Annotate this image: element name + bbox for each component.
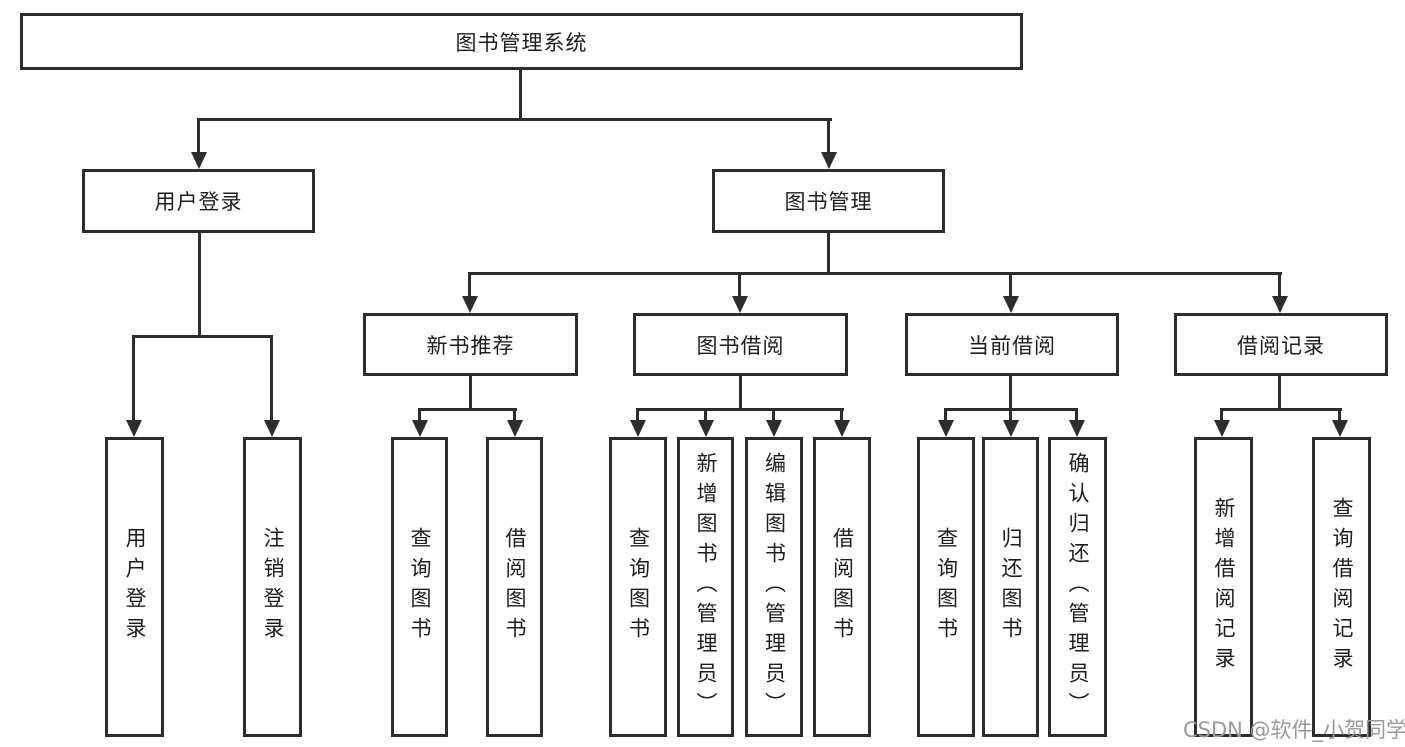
- connector-records-stub: [1278, 376, 1281, 409]
- leaf-cur-confirm-return-admin: 确认归还（管理员）: [1048, 437, 1107, 737]
- arrow-to-book-mgmt: [820, 118, 837, 169]
- leaf-user-login: 用户登录: [105, 437, 164, 737]
- connector-current-stub: [1009, 376, 1012, 409]
- arrow-to-new-book: [461, 272, 478, 313]
- connector-borrow-rail: [636, 408, 844, 411]
- leaf-logout: 注销登录: [243, 437, 302, 737]
- arrow-to-bw-query: [629, 408, 646, 437]
- arrow-to-records: [1271, 272, 1288, 313]
- arrow-to-bw-add: [697, 408, 714, 437]
- node-book-mgmt-label: 图书管理: [784, 190, 873, 214]
- leaf-cur-query-books-label: 查询图书: [934, 527, 959, 647]
- node-borrow: 图书借阅: [633, 313, 848, 376]
- node-new-book: 新书推荐: [363, 313, 578, 376]
- leaf-rec-add-record: 新增借阅记录: [1194, 437, 1253, 737]
- csdn-watermark: CSDN @软件_小贺同学: [1183, 718, 1405, 742]
- connector-records-rail: [1220, 408, 1342, 411]
- leaf-bw-borrow-books: 借阅图书: [813, 437, 871, 737]
- arrow-to-nb-query: [411, 408, 428, 437]
- node-new-book-label: 新书推荐: [426, 333, 515, 358]
- leaf-user-login-label: 用户登录: [123, 527, 147, 647]
- leaf-bw-query-books: 查询图书: [609, 437, 667, 737]
- connector-user-login-rail: [132, 335, 273, 338]
- arrow-to-cur-return: [1002, 408, 1019, 437]
- connector-new-book-rail: [418, 408, 517, 411]
- arrow-to-rec-add: [1213, 408, 1230, 437]
- node-borrow-label: 图书借阅: [696, 333, 785, 358]
- connector-book-mgmt-stub: [827, 233, 830, 275]
- arrow-to-rec-query: [1331, 408, 1348, 437]
- connector-borrow-stub: [739, 376, 742, 409]
- node-book-mgmt: 图书管理: [712, 169, 945, 233]
- leaf-rec-query-record-label: 查询借阅记录: [1330, 497, 1354, 677]
- arrow-to-current: [1002, 272, 1019, 313]
- arrow-to-bw-borrow: [833, 408, 850, 437]
- connector-book-mgmt-rail: [468, 272, 1282, 275]
- leaf-nb-borrow-books: 借阅图书: [486, 437, 543, 737]
- arrow-to-borrow: [731, 272, 748, 313]
- node-user-login-label: 用户登录: [154, 190, 243, 214]
- connector-new-book-stub: [469, 376, 472, 409]
- leaf-cur-return-books: 归还图书: [982, 437, 1039, 737]
- leaf-cur-confirm-return-admin-label: 确认归还（管理员）: [1066, 452, 1090, 722]
- arrow-to-cur-confirm: [1068, 408, 1085, 437]
- connector-user-login-stub: [198, 233, 201, 336]
- leaf-nb-query-books-label: 查询图书: [408, 527, 432, 647]
- leaf-nb-borrow-books-label: 借阅图书: [503, 527, 527, 647]
- leaf-logout-label: 注销登录: [261, 527, 285, 647]
- leaf-bw-edit-books-admin: 编辑图书（管理员）: [745, 437, 803, 737]
- node-root-label: 图书管理系统: [455, 30, 588, 55]
- arrow-to-logout-leaf: [263, 335, 280, 437]
- leaf-rec-query-record: 查询借阅记录: [1312, 437, 1371, 737]
- leaf-bw-edit-books-admin-label: 编辑图书（管理员）: [762, 452, 787, 722]
- connector-root-stub: [519, 70, 522, 119]
- leaf-rec-add-record-label: 新增借阅记录: [1212, 497, 1236, 677]
- leaf-bw-add-books-admin: 新增图书（管理员）: [677, 437, 734, 737]
- leaf-nb-query-books: 查询图书: [391, 437, 448, 737]
- node-root-system: 图书管理系统: [20, 13, 1023, 70]
- connector-root-rail: [197, 118, 832, 121]
- leaf-bw-add-books-admin-label: 新增图书（管理员）: [694, 452, 718, 722]
- leaf-cur-return-books-label: 归还图书: [999, 527, 1023, 647]
- arrow-to-user-login: [190, 118, 207, 169]
- arrow-to-bw-edit: [765, 408, 782, 437]
- leaf-bw-borrow-books-label: 借阅图书: [830, 527, 855, 647]
- arrow-to-login-leaf: [125, 335, 142, 437]
- arrow-to-cur-query: [937, 408, 954, 437]
- node-records-label: 借阅记录: [1237, 333, 1325, 358]
- node-current: 当前借阅: [905, 313, 1119, 376]
- arrow-to-nb-borrow: [506, 408, 523, 437]
- node-records: 借阅记录: [1174, 313, 1388, 376]
- leaf-cur-query-books: 查询图书: [917, 437, 975, 737]
- leaf-bw-query-books-label: 查询图书: [626, 527, 651, 647]
- node-user-login: 用户登录: [82, 169, 315, 233]
- node-current-label: 当前借阅: [968, 333, 1056, 358]
